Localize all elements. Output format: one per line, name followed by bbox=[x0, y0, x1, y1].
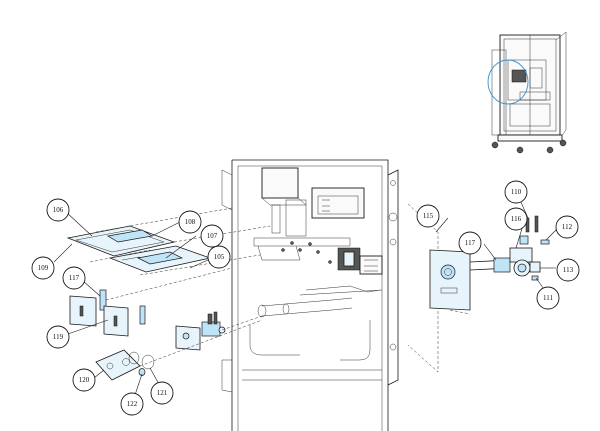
callout-113-label: 113 bbox=[563, 266, 574, 274]
callout-108: 108 bbox=[178, 210, 202, 234]
right-assembly-group bbox=[407, 203, 550, 373]
callout-112: 112 bbox=[555, 215, 579, 239]
callout-117-right: 117 bbox=[458, 231, 482, 255]
overview-cabinet-thumbnail bbox=[487, 31, 567, 154]
callout-122-label: 122 bbox=[127, 400, 138, 408]
callout-116: 116 bbox=[504, 207, 528, 231]
callout-111-label: 111 bbox=[543, 294, 553, 302]
callout-110-label: 110 bbox=[511, 188, 522, 196]
callout-107-label: 107 bbox=[207, 232, 218, 240]
cabinet-section bbox=[221, 159, 399, 431]
callout-121: 121 bbox=[150, 381, 174, 405]
detail-marker-circle bbox=[487, 59, 529, 105]
callout-115-label: 115 bbox=[423, 212, 434, 220]
callout-109-label: 109 bbox=[38, 264, 49, 272]
callout-116-label: 116 bbox=[511, 215, 522, 223]
callout-122: 122 bbox=[120, 392, 144, 416]
callout-105: 105 bbox=[207, 245, 231, 269]
callout-117-left-label: 117 bbox=[69, 274, 80, 282]
callout-106: 106 bbox=[46, 198, 70, 222]
plate-120 bbox=[95, 349, 141, 381]
callout-111: 111 bbox=[536, 286, 560, 310]
upper-plate-group bbox=[66, 207, 271, 276]
callout-109: 109 bbox=[31, 256, 55, 280]
callout-120-label: 120 bbox=[79, 376, 90, 384]
cover-plate-115 bbox=[429, 249, 471, 311]
callout-119-label: 119 bbox=[53, 333, 64, 341]
callout-110: 110 bbox=[504, 180, 528, 204]
callout-105-label: 105 bbox=[214, 253, 225, 261]
callout-107: 107 bbox=[200, 224, 224, 248]
callout-115: 115 bbox=[416, 204, 440, 228]
callout-120: 120 bbox=[72, 368, 96, 392]
callout-117-left: 117 bbox=[62, 266, 86, 290]
callout-108-label: 108 bbox=[185, 218, 196, 226]
callout-119: 119 bbox=[46, 325, 70, 349]
callout-113: 113 bbox=[556, 258, 580, 282]
callout-106-label: 106 bbox=[53, 206, 64, 214]
callout-121-label: 121 bbox=[157, 389, 168, 397]
callout-117-right-label: 117 bbox=[465, 239, 476, 247]
lower-bracket-group bbox=[69, 267, 263, 381]
callout-112-label: 112 bbox=[562, 223, 573, 231]
